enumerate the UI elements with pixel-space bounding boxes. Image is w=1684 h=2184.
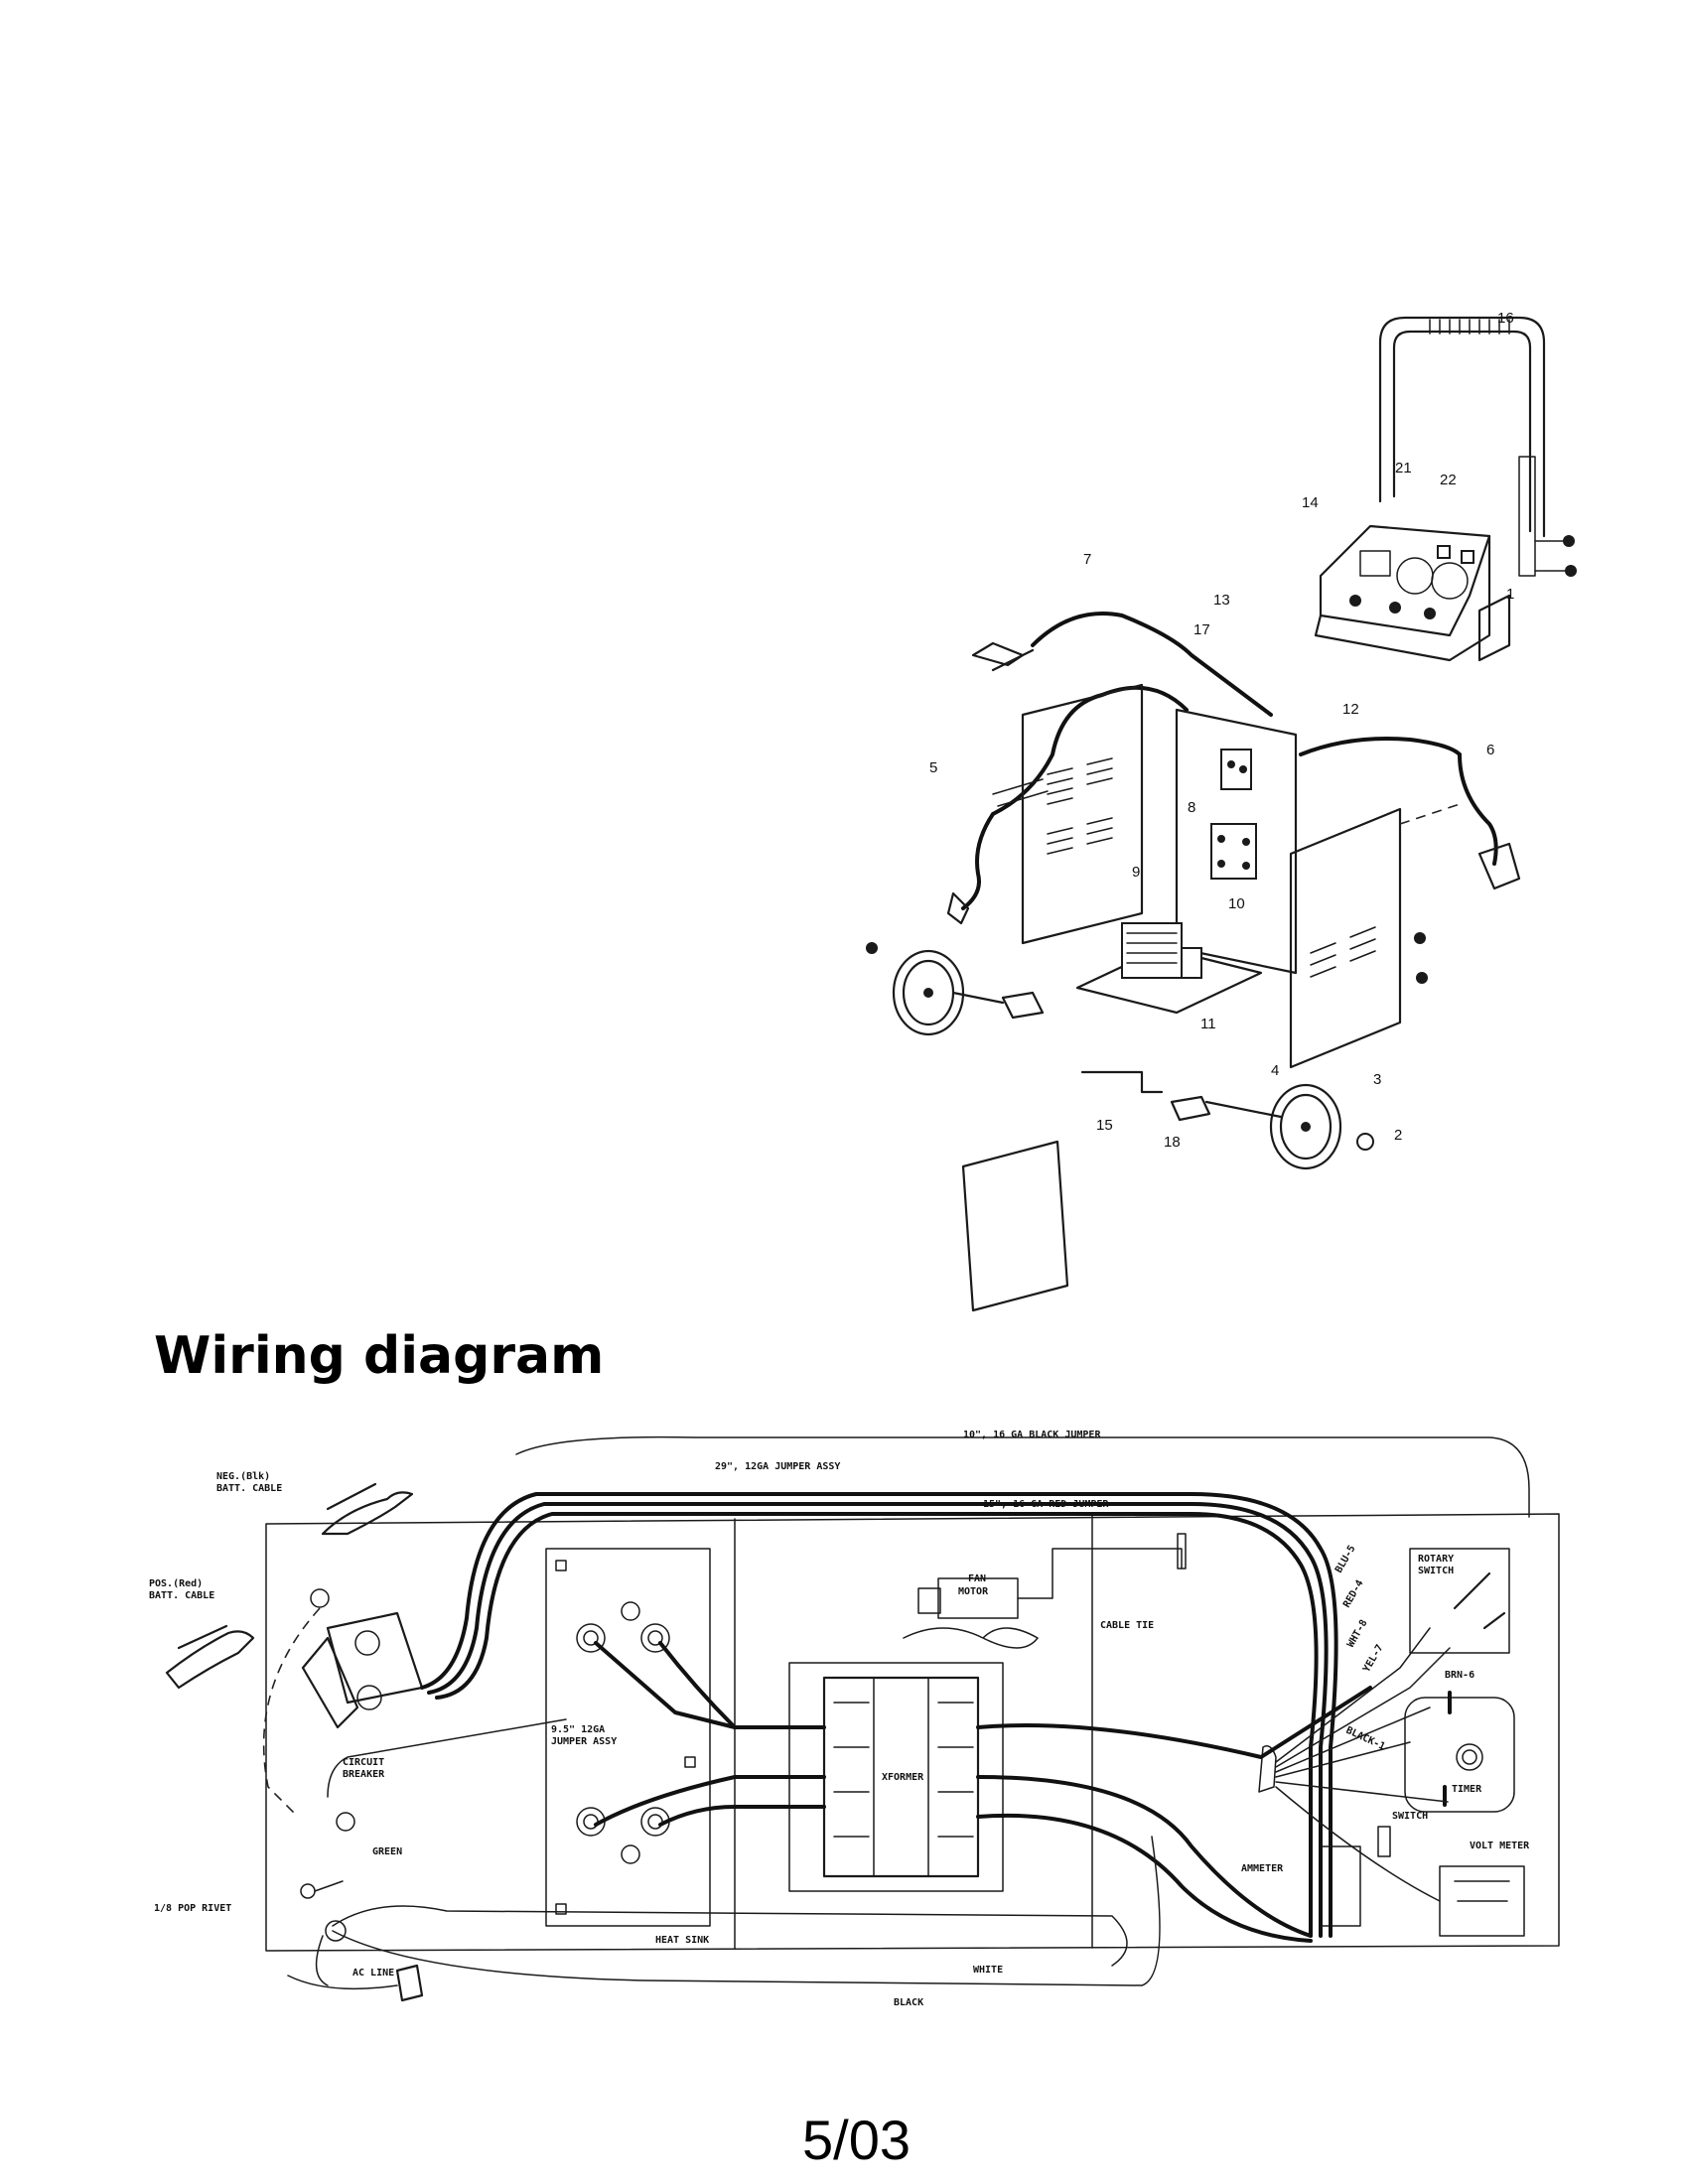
label-jumper-assy-95: 9.5" 12GA xyxy=(551,1724,605,1735)
label-black-jumper: 10", 16 GA BLACK JUMPER xyxy=(963,1430,1101,1440)
callout-6: 6 xyxy=(1486,742,1494,758)
label-rotary-switch: ROTARY xyxy=(1418,1554,1454,1565)
callout-7: 7 xyxy=(1083,551,1091,568)
label-blu5: BLU-5 xyxy=(1333,1544,1358,1575)
exploded-parts-view: 1 2 3 4 5 6 7 8 9 10 11 12 13 14 15 16 1… xyxy=(866,310,1577,1312)
bottom-cover-part xyxy=(961,1140,1069,1312)
label-jumper-assy-95-2: JUMPER ASSY xyxy=(551,1736,617,1747)
page-number: 5/03 xyxy=(802,2109,911,2171)
callout-18: 18 xyxy=(1164,1134,1181,1151)
wheel-parts xyxy=(866,942,1374,1170)
callout-8: 8 xyxy=(1188,799,1195,816)
callout-4: 4 xyxy=(1271,1062,1279,1079)
bracket-part xyxy=(1477,594,1511,662)
label-fan-motor-2: MOTOR xyxy=(958,1586,989,1597)
label-fan-motor: FAN xyxy=(968,1573,986,1584)
callout-5: 5 xyxy=(929,759,937,776)
label-switch: SWITCH xyxy=(1392,1811,1428,1822)
label-circuit-breaker-2: BREAKER xyxy=(343,1769,385,1780)
callout-12: 12 xyxy=(1342,701,1359,718)
label-red-jumper: 15", 16 GA RED JUMPER xyxy=(983,1499,1109,1510)
label-rotary-switch-2: SWITCH xyxy=(1418,1566,1454,1576)
label-cable-tie: CABLE TIE xyxy=(1100,1620,1154,1631)
label-red4: RED-4 xyxy=(1341,1578,1366,1610)
callout-14: 14 xyxy=(1302,494,1319,511)
callout-17: 17 xyxy=(1193,621,1210,638)
label-pos-cable: POS.(Red) xyxy=(149,1578,203,1589)
callout-21: 21 xyxy=(1395,460,1412,477)
label-xformer: XFORMER xyxy=(882,1772,924,1783)
callout-11: 11 xyxy=(1200,1016,1216,1032)
label-pos-cable-2: BATT. CABLE xyxy=(149,1590,214,1601)
label-ammeter: AMMETER xyxy=(1241,1863,1284,1874)
callout-9: 9 xyxy=(1132,864,1140,881)
callout-22: 22 xyxy=(1440,472,1457,488)
label-timer: TIMER xyxy=(1452,1784,1482,1795)
label-wht8: WHT-8 xyxy=(1345,1618,1370,1650)
wiring-diagram-heading: Wiring diagram xyxy=(154,1326,604,1386)
callout-3: 3 xyxy=(1373,1071,1381,1088)
label-black1: BLACK-1 xyxy=(1344,1725,1387,1753)
label-black: BLACK xyxy=(894,1997,923,2008)
control-panel-part xyxy=(1314,524,1491,662)
label-jumper-assy-29: 29", 12GA JUMPER ASSY xyxy=(715,1461,840,1472)
callout-13: 13 xyxy=(1213,592,1230,609)
label-ac-line: AC LINE xyxy=(352,1968,394,1979)
wiring-diagram: 10", 16 GA BLACK JUMPER 29", 12GA JUMPER… xyxy=(149,1430,1560,2008)
label-circuit-breaker: CIRCUIT xyxy=(343,1757,384,1768)
label-volt-meter: VOLT METER xyxy=(1470,1841,1530,1851)
label-brn6: BRN-6 xyxy=(1445,1670,1474,1681)
left-panel-part xyxy=(1021,683,1144,945)
front-panel-part xyxy=(1175,708,1298,975)
label-heat-sink: HEAT SINK xyxy=(655,1935,709,1946)
callout-2: 2 xyxy=(1394,1127,1402,1144)
callout-1: 1 xyxy=(1506,586,1514,603)
label-pop-rivet: 1/8 POP RIVET xyxy=(154,1903,231,1914)
label-white: WHITE xyxy=(973,1965,1003,1976)
callout-10: 10 xyxy=(1228,895,1245,912)
axle-bracket-part xyxy=(1080,1070,1164,1094)
callout-16: 16 xyxy=(1497,310,1514,327)
callout-15: 15 xyxy=(1096,1117,1113,1134)
label-neg-cable: NEG.(Blk) xyxy=(216,1471,270,1482)
base-transformer-part xyxy=(1075,922,1263,1015)
part-callouts: 1 2 3 4 5 6 7 8 9 10 11 12 13 14 15 16 1… xyxy=(929,310,1514,1151)
label-green: GREEN xyxy=(372,1846,402,1857)
label-neg-cable-2: BATT. CABLE xyxy=(216,1483,282,1494)
handle-part xyxy=(1378,316,1577,577)
cable-parts xyxy=(946,612,1521,925)
label-yel7: YEL-7 xyxy=(1361,1643,1386,1675)
right-panel-part xyxy=(1289,803,1461,1069)
